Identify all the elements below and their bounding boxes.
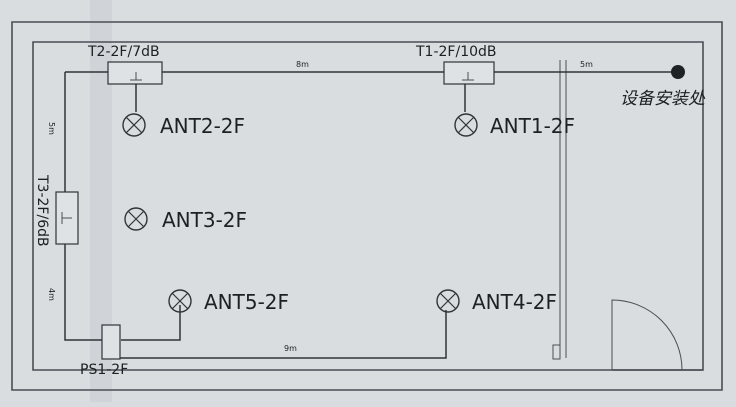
outer-wall [11, 21, 723, 391]
coax-cable-run [64, 71, 677, 359]
distance-left-upper: 5m [47, 122, 56, 135]
building-walls [11, 21, 723, 391]
antenna-ant5-icon [168, 289, 192, 313]
antenna-ant3-label: ANT3-2F [162, 208, 247, 232]
equipment-label: 设备安装处 [620, 89, 706, 109]
tap-t3-label: T3-2F/6dB [34, 174, 50, 247]
antenna-ant2-label: ANT2-2F [160, 114, 245, 138]
distance-top-middle: 8m [296, 60, 309, 69]
antenna-ant1-icon [454, 113, 478, 137]
distance-top-right: 5m [580, 60, 593, 69]
antenna-ant4-icon [436, 289, 460, 313]
antenna-ant4-label: ANT4-2F [472, 290, 557, 314]
splitter-ps1-label: PS1-2F [80, 362, 128, 378]
antenna-ant3-icon [124, 207, 148, 231]
paper-fold-shadow [90, 0, 112, 402]
equipment-point-icon [671, 65, 685, 79]
distance-bottom: 9m [284, 344, 297, 353]
tap-t1-label: T1-2F/10dB [415, 44, 497, 60]
door-swing [611, 299, 683, 371]
cable-left [64, 72, 110, 341]
tap-t2 [107, 61, 163, 85]
antenna-ant5-label: ANT5-2F [204, 290, 289, 314]
cable-ant5 [121, 305, 181, 341]
cable-bottom [120, 310, 447, 359]
distance-left-lower: 4m [47, 288, 56, 301]
antenna-ant2-icon [122, 113, 146, 137]
splitter-ps1 [101, 324, 121, 360]
tap-t2-label: T2-2F/7dB [87, 44, 160, 60]
tap-t1 [443, 61, 495, 85]
partition-end [552, 344, 561, 360]
tap-t3 [55, 191, 79, 245]
antenna-ant1-label: ANT1-2F [490, 114, 575, 138]
